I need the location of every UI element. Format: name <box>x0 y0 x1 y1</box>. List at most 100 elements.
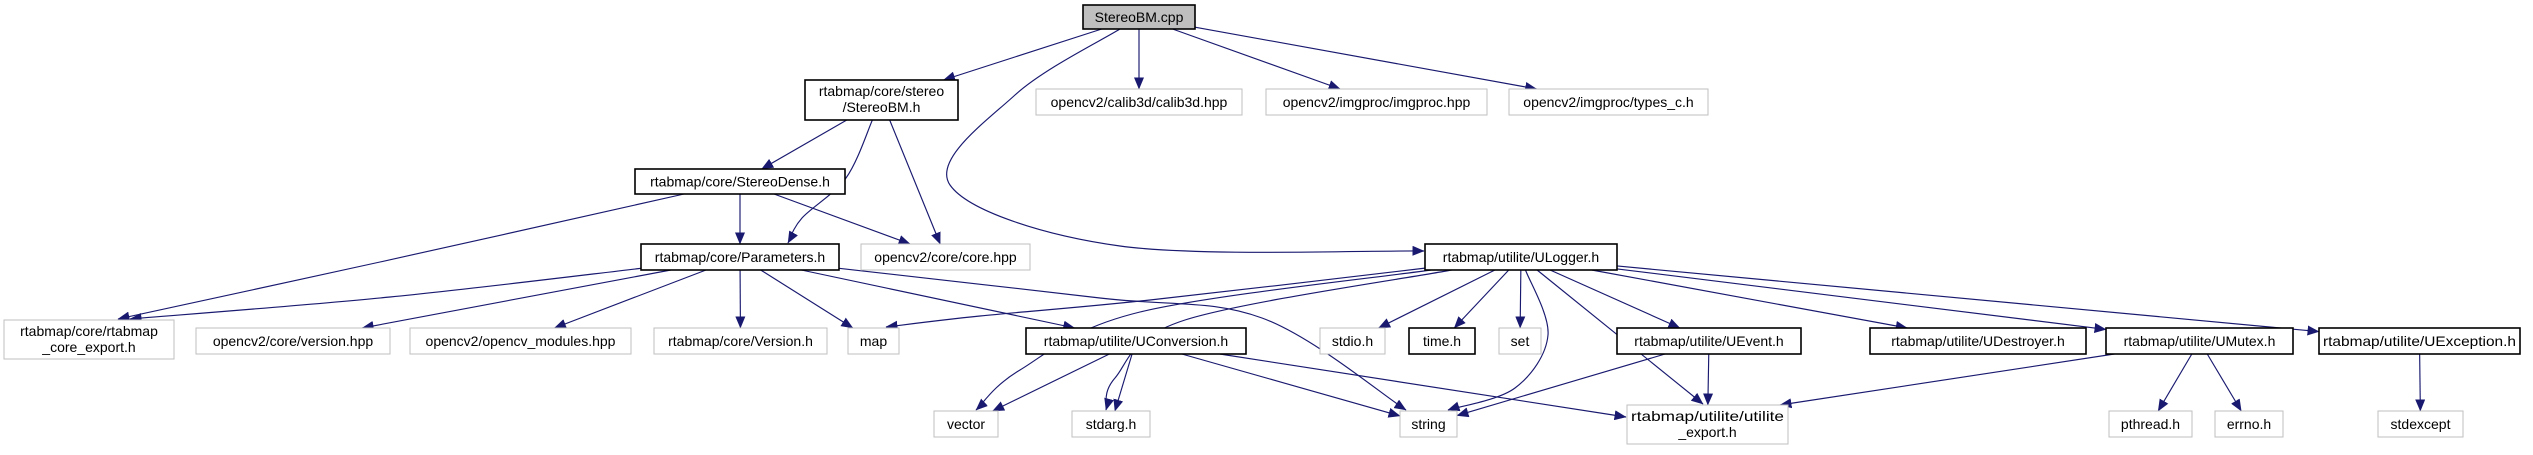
node-map[interactable]: map <box>847 327 900 355</box>
include-edge-stereobm-h-parameters <box>787 119 873 244</box>
include-edge-stereobm-cpp-types-c <box>1194 26 1538 92</box>
node-box-utilite-export[interactable] <box>1626 404 1789 445</box>
include-edge-ulogger-string <box>1447 269 1549 412</box>
include-edge-uconversion-utilite-export <box>1219 353 1627 421</box>
node-stereobm-cpp[interactable]: StereoBM.cpp <box>1082 4 1196 30</box>
node-ulogger[interactable]: rtabmap/utilite/ULogger.h <box>1424 243 1618 271</box>
node-label: opencv2/imgproc/types_c.h <box>1523 94 1693 110</box>
node-stereodense[interactable]: rtabmap/core/StereoDense.h <box>634 168 846 195</box>
node-box-ulogger[interactable] <box>1424 243 1618 271</box>
node-box-stereobm-cpp[interactable] <box>1082 4 1196 30</box>
include-edge-uevent-string <box>1456 353 1666 418</box>
node-label: opencv2/calib3d/calib3d.hpp <box>1051 94 1228 110</box>
node-vector[interactable]: vector <box>933 410 999 438</box>
node-label: opencv2/opencv_modules.hpp <box>426 333 616 349</box>
node-uconversion[interactable]: rtabmap/utilite/UConversion.h <box>1025 327 1247 355</box>
include-edge-umutex-utilite-export <box>1779 353 2115 409</box>
include-edge-ulogger-vector <box>975 269 1432 411</box>
node-udestroyer[interactable]: rtabmap/utilite/UDestroyer.h <box>1869 327 2087 355</box>
node-box-core-export[interactable] <box>3 319 175 360</box>
node-label: errno.h <box>2227 416 2271 432</box>
node-uexception[interactable]: rtabmap/utilite/UException.h <box>2318 327 2521 355</box>
node-box-udestroyer[interactable] <box>1869 327 2087 355</box>
node-version-h[interactable]: rtabmap/core/Version.h <box>653 327 828 355</box>
include-edge-stereobm-cpp-stereobm-h <box>943 28 1102 82</box>
node-label: time.h <box>1423 333 1461 349</box>
node-label: map <box>860 333 887 349</box>
node-box-calib3d[interactable] <box>1035 88 1243 116</box>
include-edge-ulogger-uexception <box>1616 265 2320 336</box>
node-label: _export.h <box>1677 424 1736 440</box>
include-edge-stereobm-cpp-imgproc <box>1172 28 1341 90</box>
node-box-umutex[interactable] <box>2105 327 2294 355</box>
node-box-core-hpp[interactable] <box>860 243 1031 271</box>
include-edge-parameters-version-hpp <box>361 269 671 331</box>
node-string[interactable]: string <box>1399 410 1458 438</box>
include-edge-ulogger-uevent <box>1549 269 1681 329</box>
node-label: opencv2/imgproc/imgproc.hpp <box>1283 94 1471 110</box>
node-box-imgproc[interactable] <box>1265 88 1488 116</box>
node-box-version-h[interactable] <box>653 327 828 355</box>
node-parameters[interactable]: rtabmap/core/Parameters.h <box>640 243 840 271</box>
include-edge-parameters-core-export <box>129 267 642 324</box>
include-edge-stereodense-core-export <box>117 193 685 322</box>
node-label: /StereoBM.h <box>843 99 921 115</box>
include-edge-umutex-errno <box>2206 353 2242 412</box>
node-label: stdarg.h <box>1086 416 1137 432</box>
node-stdarg[interactable]: stdarg.h <box>1071 410 1151 438</box>
node-label: rtabmap/core/rtabmap <box>20 323 158 339</box>
node-set[interactable]: set <box>1498 327 1542 355</box>
node-box-vector[interactable] <box>933 410 999 438</box>
node-utilite-export[interactable]: rtabmap/utilite/utilite_export.h <box>1626 404 1789 445</box>
node-imgproc[interactable]: opencv2/imgproc/imgproc.hpp <box>1265 88 1488 116</box>
node-umutex[interactable]: rtabmap/utilite/UMutex.h <box>2105 327 2294 355</box>
include-edge-stereodense-core-hpp <box>773 193 911 245</box>
include-edge-stereobm-cpp-ulogger <box>946 28 1425 256</box>
node-label: opencv2/core/core.hpp <box>874 249 1017 265</box>
include-edge-parameters-opencv-modules <box>554 269 707 329</box>
include-edge-uexception-stdexcept <box>2415 353 2426 412</box>
node-layer: StereoBM.cpp rtabmap/core/stereo/StereoBM… <box>3 4 2521 445</box>
node-box-stdexcept[interactable] <box>2377 410 2464 438</box>
node-calib3d[interactable]: opencv2/calib3d/calib3d.hpp <box>1035 88 1243 116</box>
include-edge-umutex-pthread <box>2157 353 2193 412</box>
node-label: rtabmap/core/StereoDense.h <box>650 174 830 190</box>
node-time[interactable]: time.h <box>1408 327 1476 355</box>
node-label: rtabmap/utilite/UMutex.h <box>2124 333 2276 349</box>
node-box-version-hpp[interactable] <box>195 327 391 355</box>
node-opencv-modules[interactable]: opencv2/opencv_modules.hpp <box>409 327 632 355</box>
node-core-export[interactable]: rtabmap/core/rtabmap_core_export.h <box>3 319 175 360</box>
node-box-uconversion[interactable] <box>1025 327 1247 355</box>
node-core-hpp[interactable]: opencv2/core/core.hpp <box>860 243 1031 271</box>
node-box-uexception[interactable] <box>2318 327 2521 355</box>
node-types-c[interactable]: opencv2/imgproc/types_c.h <box>1508 88 1709 116</box>
node-uevent[interactable]: rtabmap/utilite/UEvent.h <box>1616 327 1802 355</box>
include-edge-ulogger-map <box>885 267 1426 331</box>
node-version-hpp[interactable]: opencv2/core/version.hpp <box>195 327 391 355</box>
node-label: string <box>1411 416 1445 432</box>
node-stdexcept[interactable]: stdexcept <box>2377 410 2464 438</box>
node-box-errno[interactable] <box>2214 410 2284 438</box>
node-box-string[interactable] <box>1399 410 1458 438</box>
node-box-map[interactable] <box>847 327 900 355</box>
node-box-set[interactable] <box>1498 327 1542 355</box>
node-box-opencv-modules[interactable] <box>409 327 632 355</box>
node-label: rtabmap/core/Version.h <box>668 333 813 349</box>
node-box-time[interactable] <box>1408 327 1476 355</box>
node-box-types-c[interactable] <box>1508 88 1709 116</box>
node-box-stereodense[interactable] <box>634 168 846 195</box>
node-label: rtabmap/utilite/UConversion.h <box>1044 333 1228 349</box>
node-box-uevent[interactable] <box>1616 327 1802 355</box>
node-box-parameters[interactable] <box>640 243 840 271</box>
node-box-stdio[interactable] <box>1319 327 1386 355</box>
node-box-stdarg[interactable] <box>1071 410 1151 438</box>
node-box-stereobm-h[interactable] <box>804 79 959 121</box>
node-box-pthread[interactable] <box>2108 410 2193 438</box>
node-pthread[interactable]: pthread.h <box>2108 410 2193 438</box>
node-errno[interactable]: errno.h <box>2214 410 2284 438</box>
node-stereobm-h[interactable]: rtabmap/core/stereo/StereoBM.h <box>804 79 959 121</box>
node-stdio[interactable]: stdio.h <box>1319 327 1386 355</box>
node-label: stdio.h <box>1332 333 1373 349</box>
include-edge-ulogger-time <box>1453 269 1510 329</box>
